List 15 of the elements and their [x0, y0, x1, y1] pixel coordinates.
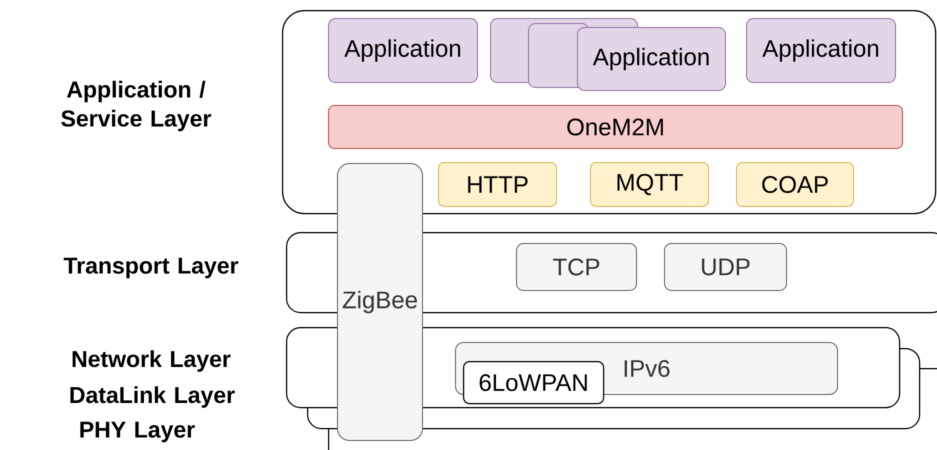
layer-label: PHY Layer [80, 422, 195, 442]
protocol-box: HTTP [438, 162, 557, 207]
layer-label: Application / Service Layer [61, 80, 212, 132]
middleware-bar: OneM2M [328, 105, 903, 149]
application-box: Application [328, 18, 478, 83]
layer-label: DataLink Layer [70, 386, 235, 408]
protocol-column: ZigBee [337, 163, 423, 441]
layer-label: Transport Layer [64, 258, 238, 278]
protocol-box: COAP [736, 162, 854, 207]
application-box: Application [577, 27, 726, 91]
application-box: Application [746, 18, 896, 83]
protocol-box: TCP [516, 243, 637, 291]
layer-label: Network Layer [72, 350, 231, 372]
protocol-box: MQTT [590, 162, 709, 207]
protocol-box: UDP [664, 243, 787, 291]
